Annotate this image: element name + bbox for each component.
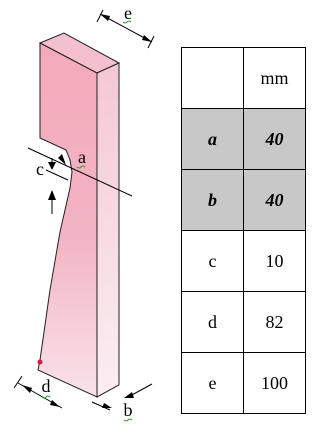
table-cell-value: 100 <box>243 352 306 414</box>
table-cell-dim: b <box>181 169 244 231</box>
table-cell-value: 40 <box>243 169 306 231</box>
table-cell-dim: c <box>181 230 244 292</box>
table-cell-value: 82 <box>243 291 306 353</box>
label-d: d <box>42 376 51 396</box>
dimension-d: d <box>13 375 63 409</box>
label-a: a <box>78 147 86 167</box>
specimen-marker <box>37 359 43 365</box>
table-cell-dim: a <box>181 108 244 170</box>
specimen-side-face <box>96 62 120 398</box>
label-e: e <box>124 3 132 23</box>
dimension-c: c <box>36 158 69 214</box>
table-header-corner <box>181 47 244 109</box>
dimension-b: b <box>91 383 153 422</box>
table-cell-value: 10 <box>243 230 306 292</box>
table-cell-dim: d <box>181 291 244 353</box>
table-row: d 82 <box>181 291 306 353</box>
label-c: c <box>36 159 44 179</box>
table-cell-value: 40 <box>243 108 306 170</box>
dimension-a: a <box>27 147 133 197</box>
specimen-diagram: e a c d b <box>13 3 155 422</box>
table-header-unit: mm <box>243 47 306 109</box>
table-row: e 100 <box>181 352 306 414</box>
table-header-row: mm <box>181 47 306 109</box>
specimen-front-face <box>37 42 98 398</box>
table-row: b 40 <box>181 169 306 231</box>
table-cell-dim: e <box>181 352 244 414</box>
dimension-e: e <box>96 3 155 49</box>
label-b: b <box>124 400 133 420</box>
table-row: a 40 <box>181 108 306 170</box>
dimensions-table: mm a 40 b 40 c 10 d 82 e 100 <box>181 47 306 414</box>
table-row: c 10 <box>181 230 306 292</box>
